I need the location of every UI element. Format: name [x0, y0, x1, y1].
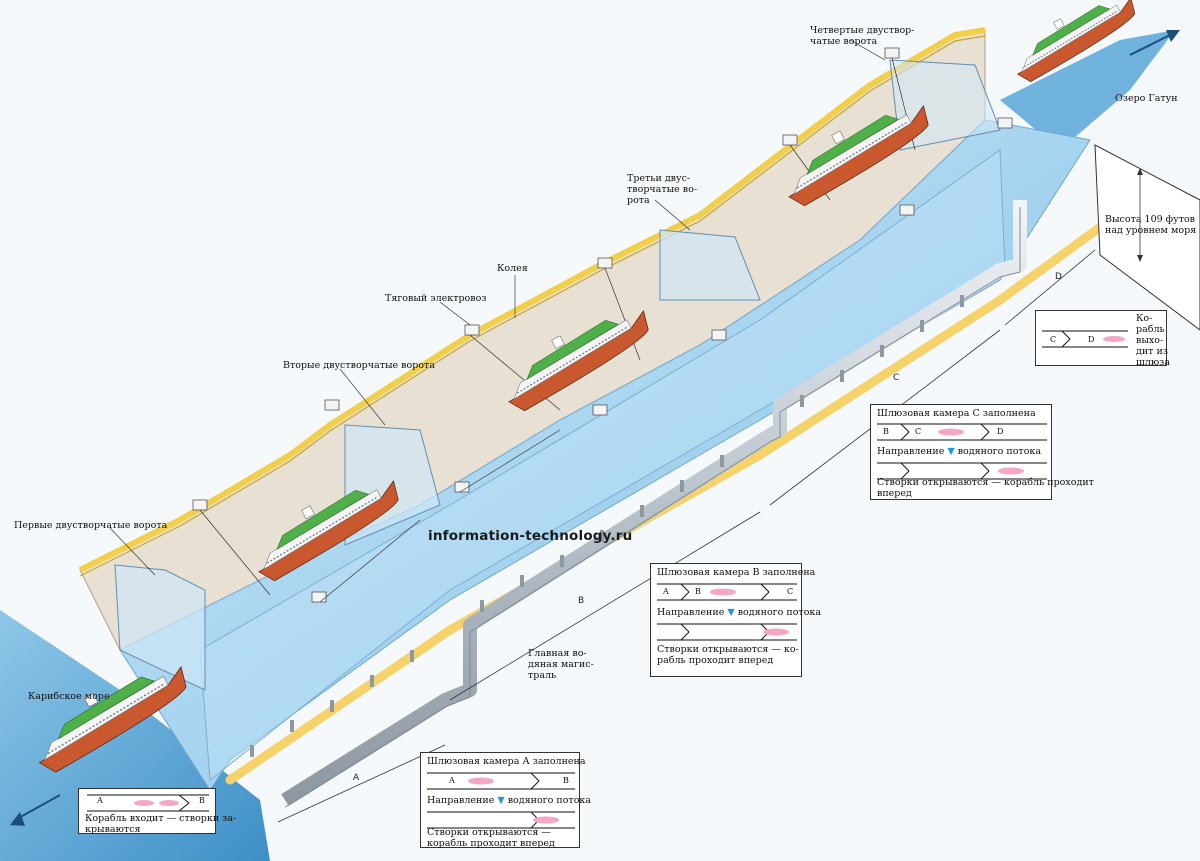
upper-level-block [1094, 144, 1200, 331]
label-track: Колея [497, 263, 528, 274]
dim-line-a [277, 744, 446, 823]
floor-base [225, 215, 1115, 785]
gate-3 [659, 229, 761, 301]
label-main-pipe: Главная во-дяная магис-траль [528, 648, 594, 681]
inset-chamber-b: Шлюзовая камера В заполнена A B C Направ… [650, 563, 821, 677]
ship-chamber-b [508, 309, 649, 412]
ship-lake [1016, 0, 1136, 83]
dim-line-b [449, 511, 761, 701]
label-second-gates: Вторые двустворчатые ворота [283, 360, 435, 371]
gate-1 [114, 564, 206, 691]
valves [250, 295, 964, 757]
inset-chamber-c: Шлюзовая камера С заполнена B C D Направ… [870, 404, 1094, 500]
watermark: information-technology.ru [428, 528, 633, 544]
dim-label-d: D [1055, 272, 1062, 282]
label-caribbean: Карибское море [28, 691, 110, 702]
ship-sea [38, 666, 187, 773]
inset-ship-enters: A B Корабль входит — створки за-крываютс… [78, 788, 236, 835]
track [78, 27, 986, 573]
label-fourth-gates: Четвертые двуствор-чатые ворота [810, 25, 915, 47]
label-first-gates: Первые двустворчатые ворота [14, 520, 168, 531]
dim-label-c: C [893, 373, 900, 383]
dim-label-b: B [578, 596, 585, 606]
ship-chamber-a [258, 479, 399, 582]
label-lake: Озеро Гатун [1115, 93, 1178, 104]
dim-label-a: A [353, 773, 360, 783]
lake-gatun [1000, 30, 1175, 150]
label-third-gates: Третьи двус-творчатые во-рота [627, 173, 698, 206]
dim-line-d [1004, 249, 1096, 326]
inset-chamber-a: Шлюзовая камера А заполнена A B Направле… [420, 752, 591, 849]
chamber-water [119, 119, 1091, 791]
ship-chamber-c [788, 104, 929, 207]
label-locomotive: Тяговый электровоз [385, 293, 487, 304]
ships [38, 0, 1136, 773]
